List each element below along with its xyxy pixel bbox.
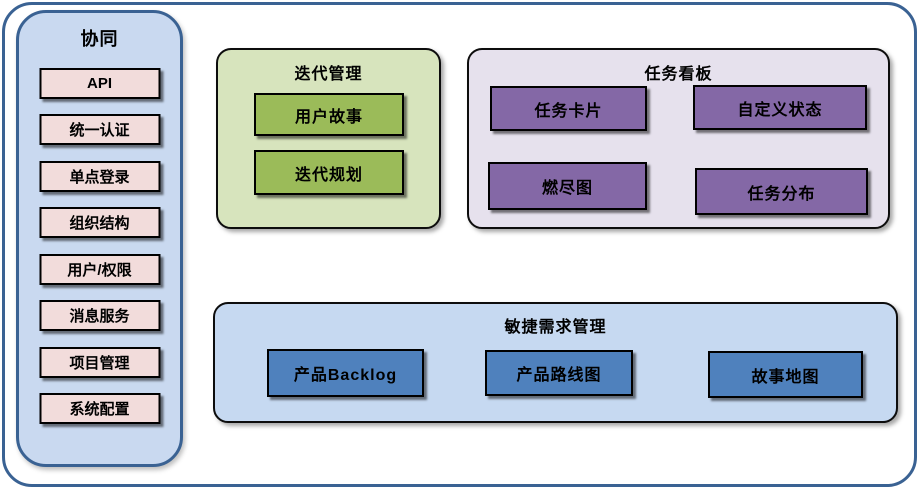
box-label: 自定义状态 (737, 101, 823, 119)
section-title: 敏捷需求管理 (504, 319, 607, 336)
sidebar-item-message-service: 消息服务 (39, 300, 160, 331)
sidebar-item-label: 系统配置 (69, 401, 130, 418)
section-title: 迭代管理 (294, 66, 363, 83)
box-story-map: 故事地图 (708, 351, 863, 398)
section-agile-requirements: 敏捷需求管理 产品Backlog 产品路线图 故事地图 (213, 302, 898, 423)
sidebar-title: 协同 (80, 29, 119, 49)
sidebar-item-label: 消息服务 (69, 308, 130, 325)
sidebar-item-label: API (86, 75, 112, 92)
section-iteration-management: 迭代管理 用户故事 迭代规划 (216, 48, 441, 229)
sidebar-item-unified-auth: 统一认证 (39, 114, 160, 145)
sidebar-item-sso: 单点登录 (39, 161, 160, 192)
sidebar-item-label: 组织结构 (69, 215, 130, 232)
sidebar-collaboration: 协同 API 统一认证 单点登录 组织结构 用户/权限 消息服务 项目管理 系统… (16, 10, 183, 467)
sidebar-item-org-structure: 组织结构 (39, 207, 160, 238)
sidebar-item-label: 统一认证 (69, 122, 130, 139)
box-label: 迭代规划 (294, 166, 363, 184)
sidebar-item-label: 用户/权限 (67, 262, 132, 279)
section-task-board: 任务看板 任务卡片 自定义状态 燃尽图 任务分布 (467, 48, 890, 229)
box-product-roadmap: 产品路线图 (485, 350, 633, 396)
box-label: 任务卡片 (534, 102, 603, 120)
box-label: 产品路线图 (516, 367, 602, 384)
box-label: 故事地图 (751, 368, 820, 386)
sidebar-item-label: 单点登录 (69, 169, 130, 186)
box-custom-status: 自定义状态 (693, 85, 867, 130)
sidebar-item-label: 项目管理 (69, 355, 130, 372)
box-user-story: 用户故事 (254, 93, 404, 136)
box-label: 产品Backlog (293, 367, 398, 384)
box-product-backlog: 产品Backlog (267, 349, 424, 397)
sidebar-item-user-permissions: 用户/权限 (39, 254, 160, 285)
box-iteration-planning: 迭代规划 (254, 150, 404, 195)
box-label: 燃尽图 (541, 180, 593, 197)
box-label: 用户故事 (294, 108, 363, 126)
box-burndown-chart: 燃尽图 (488, 162, 647, 210)
sidebar-item-system-config: 系统配置 (39, 393, 160, 424)
box-task-distribution: 任务分布 (695, 168, 868, 215)
sidebar-item-project-management: 项目管理 (39, 347, 160, 378)
box-label: 任务分布 (747, 185, 816, 203)
section-title: 任务看板 (644, 66, 713, 83)
box-task-card: 任务卡片 (490, 86, 647, 131)
sidebar-item-api: API (39, 68, 160, 99)
